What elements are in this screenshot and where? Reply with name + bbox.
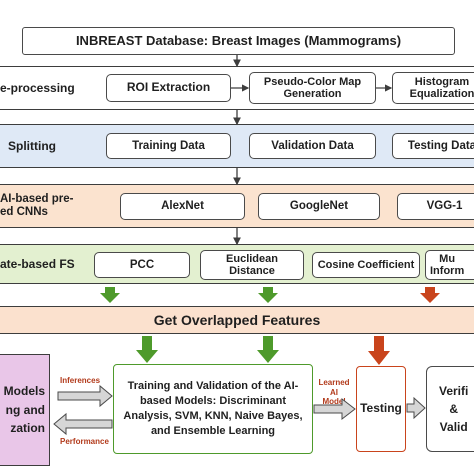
mutual-information-label: Mu Inform — [430, 252, 465, 277]
arrow-overlap-to-training-1 — [136, 336, 158, 363]
verification-box: Verifi & Valid — [426, 366, 474, 452]
euclidean-distance-label: Euclidean Distance — [226, 252, 278, 277]
arrow-performance — [53, 412, 113, 436]
arrow-learned-model — [313, 397, 356, 421]
testing-data-label: Testing Data — [407, 139, 474, 152]
training-data-label: Training Data — [132, 139, 205, 152]
arrow-pcc-to-overlap — [100, 287, 120, 303]
testing-label: Testing — [360, 401, 402, 416]
fs-stage-label: ate-based FS — [0, 257, 75, 271]
training-validation-box: Training and Validation of the AI- based… — [113, 364, 313, 454]
learned-model-label: Learned AI Model — [318, 378, 350, 407]
euclidean-distance-box: Euclidean Distance — [200, 250, 304, 280]
pseudo-color-box: Pseudo-Color Map Generation — [249, 72, 376, 104]
performance-label: Performance — [60, 437, 109, 446]
histogram-equalization-box: Histogram Equalization — [392, 72, 474, 104]
arrow-euclidean-to-overlap — [258, 287, 278, 303]
roi-extraction-label: ROI Extraction — [126, 80, 211, 95]
verification-label: Verifi & Valid — [439, 384, 469, 434]
arrow-inferences — [57, 384, 113, 408]
mutual-information-box: Mu Inform — [425, 250, 474, 280]
cosine-coefficient-label: Cosine Coefficient — [317, 258, 415, 271]
validation-data-box: Validation Data — [249, 133, 376, 159]
pseudo-color-label: Pseudo-Color Map Generation — [263, 75, 362, 100]
models-block: Models ng and zation — [0, 354, 50, 466]
arrow-mutual-to-overlap — [420, 287, 440, 303]
alexnet-label: AlexNet — [161, 200, 204, 213]
roi-extraction-box: ROI Extraction — [106, 74, 231, 102]
pcc-box: PCC — [94, 252, 190, 278]
testing-data-box: Testing Data — [392, 133, 474, 159]
database-title-box: INBREAST Database: Breast Images (Mammog… — [22, 27, 455, 55]
training-data-box: Training Data — [106, 133, 231, 159]
overlap-band: Get Overlapped Features — [0, 306, 474, 334]
arrow-overlap-to-testing — [368, 336, 390, 365]
googlenet-box: GoogleNet — [258, 193, 380, 220]
overlap-label: Get Overlapped Features — [153, 312, 321, 328]
splitting-stage-label: Splitting — [8, 139, 56, 153]
validation-data-label: Validation Data — [271, 139, 354, 152]
cosine-coefficient-box: Cosine Coefficient — [312, 252, 420, 278]
inferences-label: Inferences — [60, 376, 101, 385]
database-title: INBREAST Database: Breast Images (Mammog… — [75, 32, 402, 48]
models-block-label: Models ng and zation — [3, 384, 45, 436]
pcc-label: PCC — [129, 258, 155, 271]
vgg-label: VGG-1 — [426, 200, 463, 213]
arrow-overlap-to-training-2 — [257, 336, 279, 363]
googlenet-label: GoogleNet — [289, 200, 349, 213]
cnn-stage-label: AI-based pre- ed CNNs — [0, 192, 74, 218]
preprocessing-stage-label: e-processing — [0, 81, 75, 95]
arrow-testing-to-verification — [406, 396, 426, 420]
vgg-box: VGG-1 — [397, 193, 474, 220]
testing-box: Testing — [356, 366, 406, 452]
histogram-equalization-label: Histogram Equalization — [409, 75, 474, 100]
training-validation-label: Training and Validation of the AI- based… — [123, 380, 303, 437]
alexnet-box: AlexNet — [120, 193, 245, 220]
